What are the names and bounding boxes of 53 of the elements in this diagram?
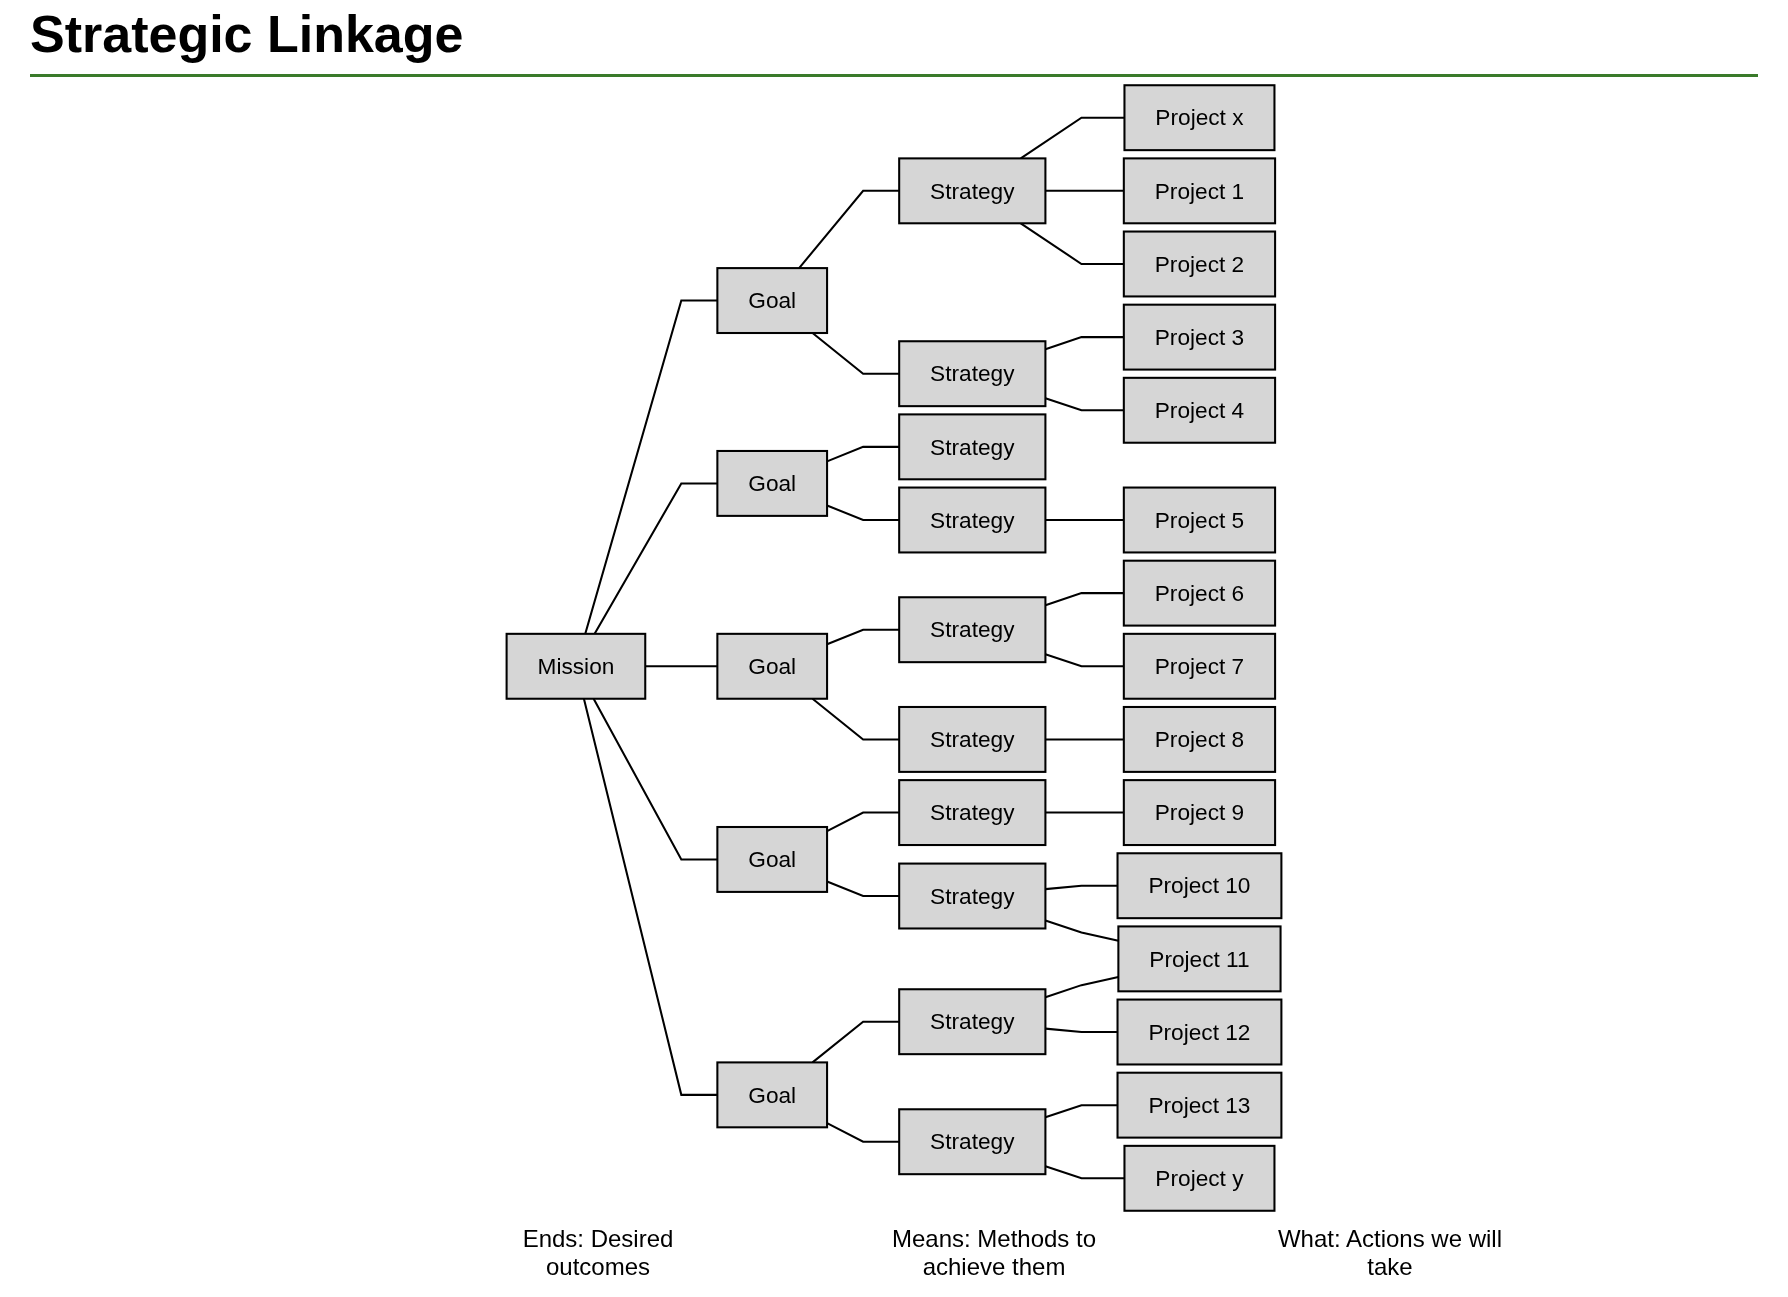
node-box: Strategy [898, 779, 1047, 847]
node-box: Project 1 [1122, 157, 1277, 225]
connector [798, 189, 900, 269]
node-box: Project 3 [1122, 303, 1277, 371]
connector [582, 698, 718, 1096]
node-box: Strategy [898, 988, 1047, 1056]
bracket-label: Ends: Desired outcomes [521, 1225, 675, 1281]
node-box: Project 2 [1122, 230, 1277, 298]
node-box: Strategy [898, 486, 1047, 554]
node-box: Strategy [898, 705, 1047, 773]
node-box: Strategy [898, 596, 1047, 664]
node-box: Strategy [898, 413, 1047, 481]
connector [1045, 189, 1124, 192]
node-box: Project 10 [1116, 852, 1283, 920]
node-box: Project y [1123, 1144, 1276, 1212]
node-box: Project 4 [1122, 376, 1277, 444]
node-box: Project 9 [1122, 779, 1277, 847]
node-box: Strategy [898, 862, 1047, 930]
connector [1045, 1165, 1125, 1180]
bracket-label: What: Actions we will take [1276, 1225, 1504, 1281]
connector [645, 665, 718, 668]
node-box: Mission [505, 632, 647, 700]
connector [1045, 518, 1124, 522]
connector [1045, 811, 1124, 814]
node-box: Project 11 [1117, 925, 1282, 993]
connector [1045, 653, 1124, 668]
connector [592, 698, 718, 861]
title: Strategic Linkage [30, 4, 1758, 77]
node-box: Project 7 [1122, 632, 1277, 700]
connector [1045, 1104, 1118, 1119]
connector [1045, 919, 1119, 942]
node-box: Project 6 [1122, 559, 1277, 627]
node-box: Goal [716, 267, 829, 335]
node-box: Strategy [898, 340, 1047, 408]
node-box: Goal [716, 1061, 829, 1129]
connector [1045, 884, 1118, 891]
node-box: Goal [716, 632, 829, 700]
node-box: Project 13 [1116, 1071, 1283, 1139]
node-box: Project 12 [1116, 998, 1283, 1066]
connector [1045, 1027, 1118, 1034]
connector [1045, 738, 1124, 741]
node-box: Goal [716, 825, 829, 893]
connector [1045, 592, 1124, 607]
connector [1045, 975, 1119, 999]
node-box: Strategy [898, 1108, 1047, 1176]
connector [1045, 397, 1124, 412]
node-box: Strategy [898, 157, 1047, 225]
bracket-label: Means: Methods to achieve them [890, 1225, 1098, 1281]
node-box: Project x [1123, 84, 1276, 152]
node-box: Project 5 [1122, 486, 1277, 554]
connector [1045, 336, 1124, 351]
node-box: Goal [716, 449, 829, 517]
node-box: Project 8 [1122, 705, 1277, 773]
